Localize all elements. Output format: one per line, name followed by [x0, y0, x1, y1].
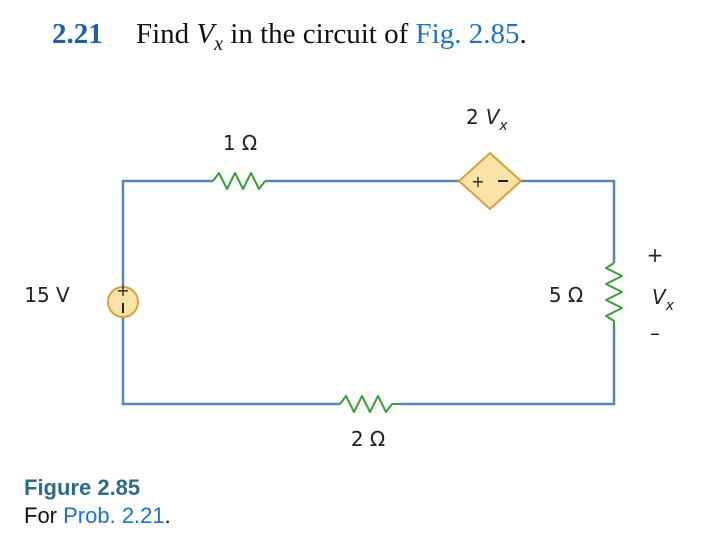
problem-subscript: x — [214, 32, 224, 55]
label-2ohm: 2 Ω — [351, 427, 385, 451]
resistor-1ohm — [212, 172, 266, 190]
problem-reference-link[interactable]: Prob. 2.21 — [63, 503, 165, 528]
figure-subtitle: For Prob. 2.21. — [24, 502, 171, 530]
wire-left-top — [121, 179, 213, 288]
problem-number: 2.21 — [52, 18, 103, 50]
source-plus-sign: + — [116, 281, 129, 300]
caption-prefix: For — [24, 503, 57, 528]
dep-source-plus-sign: + — [471, 172, 484, 191]
voltage-source-15v: + — [107, 281, 139, 318]
figure-reference-link[interactable]: Fig. 2.85 — [415, 18, 520, 50]
figure-title: Figure 2.85 — [24, 475, 141, 500]
problem-variable: V — [196, 18, 215, 50]
caption-suffix: . — [164, 503, 171, 528]
problem-text-after: in the circuit of — [230, 18, 409, 50]
label-vx: Vx — [652, 285, 675, 314]
problem-period: . — [519, 18, 527, 50]
wire-top-right — [521, 179, 616, 263]
dependent-voltage-source: + — [457, 151, 523, 211]
label-1ohm: 1 Ω — [223, 131, 257, 155]
label-5ohm: 5 Ω — [549, 283, 583, 307]
resistor-5ohm — [605, 262, 623, 326]
label-15v: 15 V — [24, 283, 70, 307]
wire-right-bottom — [400, 326, 616, 406]
wires — [121, 179, 616, 406]
vx-minus-sign: – — [650, 321, 660, 345]
wire-left-bottom — [121, 317, 340, 406]
problem-statement: 2.21 Find Vx in the circuit of Fig. 2.85… — [52, 18, 527, 56]
vx-plus-sign: + — [647, 243, 664, 267]
problem-text-before: Find — [136, 18, 190, 50]
resistor-2ohm — [339, 395, 400, 413]
figure-caption: Figure 2.85 For Prob. 2.21. — [24, 474, 171, 530]
